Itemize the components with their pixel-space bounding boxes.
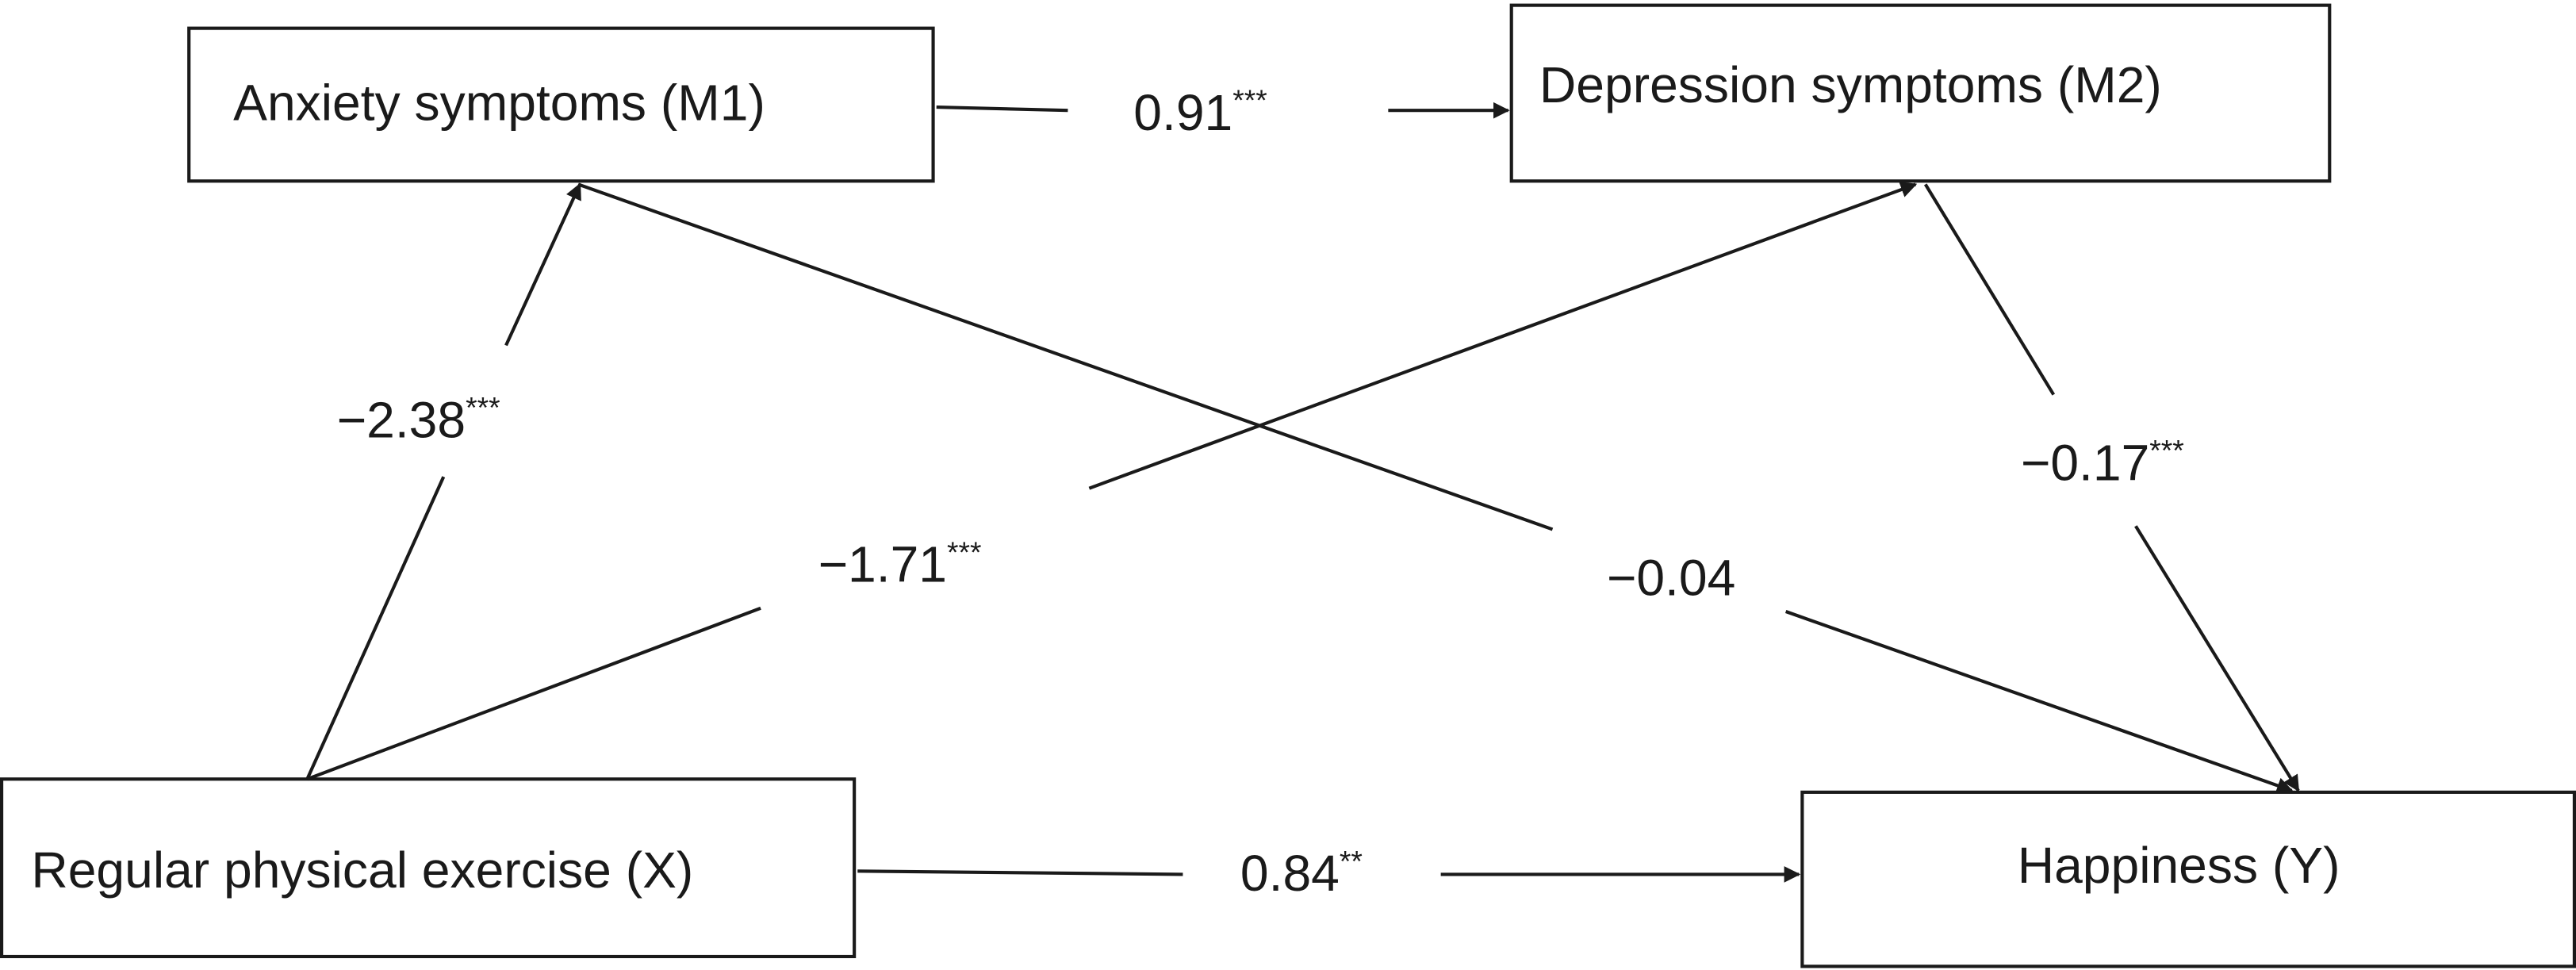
node-exercise-x: Regular physical exercise (X): [0, 777, 857, 959]
coefficient-label: −0.17***: [2021, 433, 2184, 491]
path-x-m2: −1.71***: [306, 182, 1918, 781]
node-label: Anxiety symptoms (M1): [233, 75, 765, 132]
node-label: Depression symptoms (M2): [1539, 56, 2162, 113]
path-m1-y: −0.04: [577, 182, 2294, 794]
path-m2-y: −0.17***: [1923, 183, 2300, 792]
coefficient-label: 0.84**: [1240, 844, 1363, 902]
coefficient-label: −1.71***: [818, 535, 982, 593]
path-x-y: 0.84**: [857, 844, 1801, 902]
path-m1-m2: 0.91***: [936, 83, 1510, 141]
node-anxiety-m1: Anxiety symptoms (M1): [187, 26, 935, 183]
node-depression-m2: Depression symptoms (M2): [1509, 3, 2332, 183]
node-happiness-y: Happiness (Y): [1800, 790, 2576, 968]
coefficient-label: −2.38***: [337, 391, 500, 449]
path-x-m1: −2.38***: [305, 182, 582, 780]
node-label: Happiness (Y): [2018, 837, 2340, 894]
node-label: Regular physical exercise (X): [31, 842, 693, 899]
coefficient-label: 0.91***: [1133, 83, 1267, 141]
coefficient-label: −0.04: [1607, 549, 1735, 606]
